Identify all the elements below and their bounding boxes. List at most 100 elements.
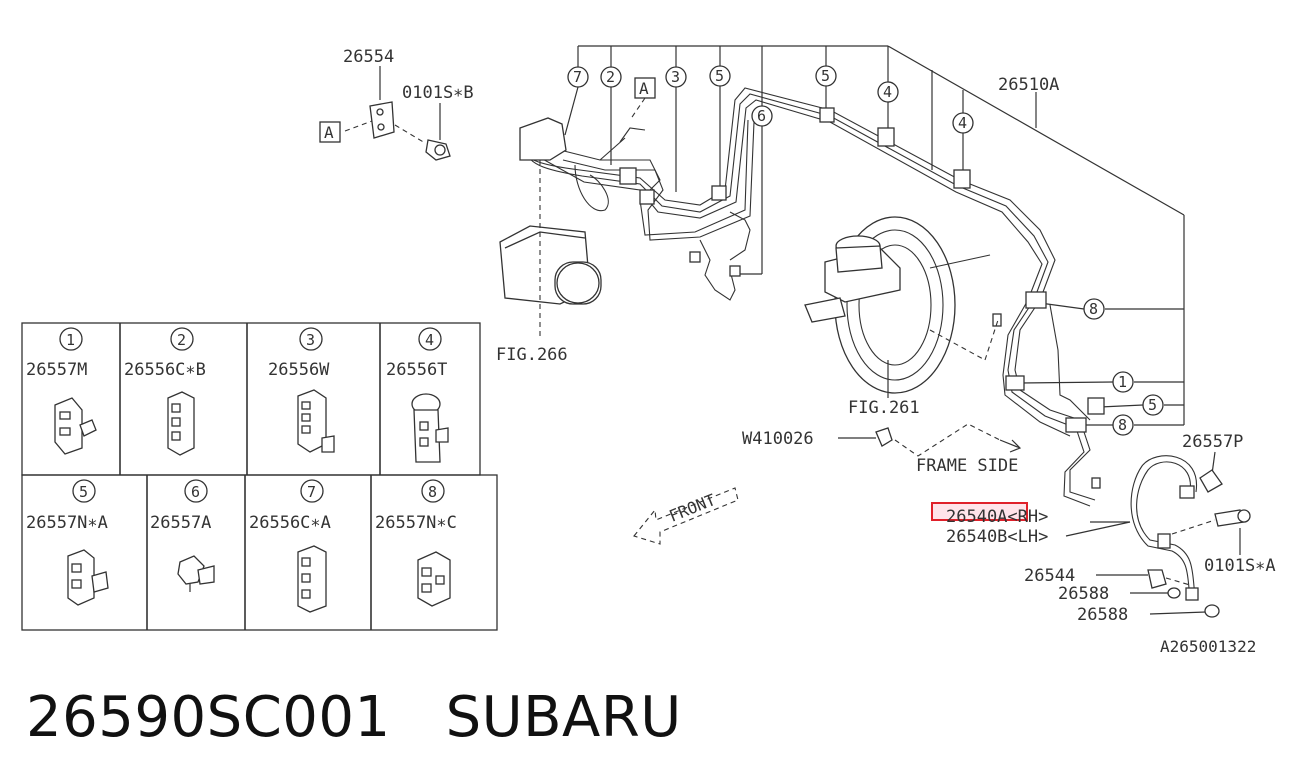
clip-num-4: 4: [425, 331, 434, 349]
callout-circle-4a: 4: [877, 81, 899, 103]
pipe-clip-icon: [711, 185, 727, 201]
callout-0101s-a: 0101S∗A: [1204, 556, 1276, 576]
front-arrow: FRONT: [633, 487, 739, 545]
callout-circle-5a: 5: [709, 65, 731, 87]
pipe-clip-icon: [1005, 375, 1025, 391]
callout-26510a: 26510A: [998, 75, 1059, 95]
svg-text:8: 8: [1089, 300, 1098, 318]
clip-part-2: 26556C∗B: [124, 360, 206, 380]
pipe-clip-icon: [689, 251, 701, 263]
clip-num-7: 7: [307, 483, 316, 501]
callout-fig-266: FIG.266: [496, 345, 568, 365]
clip-3-icon: [297, 389, 335, 453]
front-arrow-icon: [633, 487, 739, 545]
clip-num-6: 6: [191, 483, 200, 501]
union-bolt-icon: [1147, 569, 1167, 589]
callout-26540b-lh: 26540B<LH>: [946, 527, 1048, 547]
callout-circle-8a: 8: [1083, 298, 1105, 320]
callout-circle-8b: 8: [1112, 414, 1134, 436]
svg-text:1: 1: [1118, 373, 1127, 391]
clip-cell-1: 1 26557M: [26, 327, 97, 455]
clip-part-4: 26556T: [386, 360, 447, 380]
clip-cell-2: 2 26556C∗B: [124, 327, 206, 456]
clip-cell-7: 7 26556C∗A: [249, 479, 331, 613]
front-label: FRONT: [666, 490, 718, 526]
callout-26544: 26544: [1024, 566, 1075, 586]
svg-text:5: 5: [1148, 396, 1157, 414]
pipe-clip-callouts: 7 2 3 5 6 5 4 4 8 1 5 8: [567, 65, 1164, 436]
clip-part-8: 26557N∗C: [375, 513, 457, 533]
hose-fitting-icon: [1185, 587, 1199, 601]
ref-box-a1: [319, 121, 341, 143]
svg-text:4: 4: [958, 114, 967, 132]
brake-hose-group: 26557P 26540A<RH> 26540B<LH> 0101S∗A 265…: [931, 432, 1276, 656]
svg-text:4: 4: [883, 83, 892, 101]
brake-booster: FIG.261: [804, 216, 999, 418]
clip-part-6: 26557A: [150, 513, 211, 533]
clip-cell-8: 8 26557N∗C: [375, 479, 457, 607]
svg-text:3: 3: [671, 68, 680, 86]
clip-num-8: 8: [428, 483, 437, 501]
clip-part-3: 26556W: [268, 360, 330, 380]
clip-cell-4: 4 26556T: [386, 327, 449, 463]
svg-text:5: 5: [715, 67, 724, 85]
callout-26557p: 26557P: [1182, 432, 1243, 452]
callout-circle-5b: 5: [815, 65, 837, 87]
pipe-clip-icon: [1025, 291, 1047, 309]
callout-circle-1: 1: [1112, 371, 1134, 393]
callout-circle-7: 7: [567, 66, 589, 88]
clip-part-1: 26557M: [26, 360, 87, 380]
footer-brand: SUBARU: [445, 685, 682, 750]
clip-7-icon: [297, 545, 327, 613]
svg-text:2: 2: [606, 68, 615, 86]
ref-label-a1: A: [324, 123, 334, 142]
clip-num-1: 1: [66, 331, 75, 349]
clip-4-icon: [411, 393, 449, 463]
callout-26554: 26554: [343, 47, 394, 67]
brake-pipe-set: [519, 87, 1105, 507]
clip-num-2: 2: [177, 331, 186, 349]
svg-text:7: 7: [573, 68, 582, 86]
pipe-clip-icon: [1087, 397, 1105, 415]
pipe-clip-icon: [819, 107, 835, 123]
clip-5-icon: [67, 549, 109, 606]
pipe-clip-icon: [877, 127, 895, 147]
clip-6-icon: [177, 555, 215, 592]
hose-fitting-icon: [1157, 533, 1171, 549]
clip-cell-3: 3 26556W: [268, 327, 335, 453]
bracket-26554-group: 26554 0101S∗B A: [319, 47, 474, 161]
hose-bracket-icon: [1199, 469, 1223, 493]
callout-26588-b: 26588: [1077, 605, 1128, 625]
callout-w410026: W410026: [742, 429, 814, 449]
bracket-26554-icon: [369, 101, 395, 139]
svg-text:5: 5: [821, 67, 830, 85]
pipe-clip-icon: [1065, 417, 1087, 433]
pipe-clip-icon: [639, 189, 655, 205]
callout-frame-side: FRAME SIDE: [916, 456, 1018, 476]
footer-part-number: 26590SC001: [26, 685, 391, 750]
footer-caption: 26590SC001 SUBARU: [26, 685, 682, 750]
svg-text:8: 8: [1118, 416, 1127, 434]
clip-cell-5: 5 26557N∗A: [26, 479, 109, 606]
callout-circle-4b: 4: [952, 112, 974, 134]
clip-8-icon: [417, 551, 451, 607]
hydraulic-unit: FIG.266: [496, 117, 602, 365]
clip-cell-6: 6 26557A: [150, 479, 215, 592]
washer-icon: [1204, 604, 1220, 618]
clip-num-5: 5: [79, 483, 88, 501]
clip-table: 1 26557M 2 26556C∗B 3 26556W: [21, 322, 498, 631]
callout-fig-261: FIG.261: [848, 398, 920, 418]
hydraulic-bracket-icon: [519, 117, 567, 161]
pipe-clip-icon: [729, 265, 741, 277]
pipe-clip-icon: [1091, 477, 1101, 489]
pipe-callout-lines: [564, 45, 1185, 426]
svg-text:6: 6: [757, 107, 766, 125]
clip-part-7: 26556C∗A: [249, 513, 331, 533]
clip-part-5: 26557N∗A: [26, 513, 108, 533]
clip-2-icon: [167, 391, 195, 456]
diagram-code: A265001322: [1160, 637, 1256, 656]
callout-circle-6: 6: [751, 105, 773, 127]
washer-icon: [1167, 587, 1181, 599]
ref-label-a2: A: [639, 79, 649, 98]
